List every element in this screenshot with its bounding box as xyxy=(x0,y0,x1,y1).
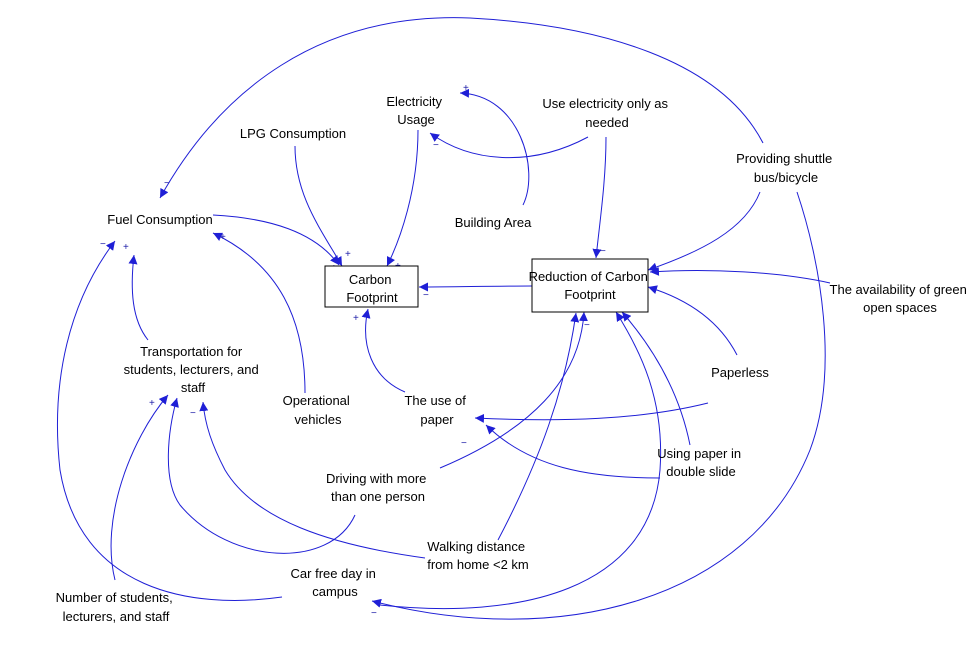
node-paperless: Paperless xyxy=(711,365,769,380)
link-doubleslide-to-paper xyxy=(485,424,661,479)
node-building-area: Building Area xyxy=(455,215,532,230)
link-carfree-to-fuel xyxy=(57,240,283,601)
polarity-label: − xyxy=(584,320,590,331)
polarity-label: − xyxy=(164,178,170,189)
polarity-label: + xyxy=(123,242,129,253)
link-green-to-reduction xyxy=(649,266,831,284)
polarity-label: + xyxy=(463,83,469,94)
links xyxy=(57,17,831,620)
polarity-label: + xyxy=(345,249,351,260)
link-useelec-to-electricity xyxy=(429,132,589,159)
link-transport-to-fuel xyxy=(128,254,149,341)
link-reduction-to-carbon xyxy=(418,282,533,292)
link-paperless-to-reduction xyxy=(647,285,738,356)
polarity-label: − xyxy=(423,290,429,301)
link-fuel-to-carbon xyxy=(212,214,340,266)
link-driving-to-reduction xyxy=(439,311,588,469)
node-providing-shuttle: Providing shuttle bus/bicycle xyxy=(736,151,836,185)
link-electricity-to-carbon xyxy=(386,129,419,267)
node-car-free-day: Car free day in campus xyxy=(291,566,380,599)
link-number-to-transport xyxy=(110,394,169,581)
polarity-label: − xyxy=(461,438,467,449)
link-building-to-electricity xyxy=(459,88,530,206)
polarity-label: − xyxy=(433,140,439,151)
polarity-label: + xyxy=(353,313,359,324)
polarity-label: − xyxy=(600,246,606,257)
link-lpg-to-carbon xyxy=(294,145,343,267)
polarity-label: − xyxy=(190,408,196,419)
link-operational-to-fuel xyxy=(212,232,306,394)
link-driving-to-transport xyxy=(167,397,356,554)
link-doubleslide-to-reduction xyxy=(621,311,691,446)
reduction-carbon-footprint-box xyxy=(531,258,649,313)
node-green-open-spaces: The availability of green open spaces xyxy=(830,282,971,315)
link-paperless-to-paper xyxy=(474,402,709,423)
link-shuttle-to-fuel xyxy=(159,17,764,199)
polarity-label: + xyxy=(149,398,155,409)
node-operational-vehicles: Operational vehicles xyxy=(283,393,354,427)
node-reduction-carbon-footprint: Reduction of Carbon Footprint xyxy=(529,269,652,302)
node-driving-more-than-one: Driving with more than one person xyxy=(326,471,430,504)
polarity-label: − xyxy=(100,239,106,250)
link-useelec-to-reduction xyxy=(592,136,607,259)
node-number-students: Number of students, lecturers, and staff xyxy=(56,590,177,624)
link-carfree-to-reduction xyxy=(379,311,662,610)
carbon-footprint-box xyxy=(324,265,419,308)
polarity-label: + xyxy=(220,232,226,243)
link-shuttle-to-carfree xyxy=(371,191,826,620)
node-carbon-footprint: Carbon Footprint xyxy=(346,272,398,305)
node-fuel-consumption: Fuel Consumption xyxy=(107,212,213,227)
node-use-electricity-as-needed: Use electricity only as needed xyxy=(542,96,671,130)
link-paper-to-carbon xyxy=(361,308,406,393)
node-walking-distance: Walking distance from home <2 km xyxy=(427,539,529,572)
node-use-of-paper: The use of paper xyxy=(404,393,469,427)
link-walking-to-transport xyxy=(199,401,426,559)
node-electricity-usage: Electricity Usage xyxy=(386,94,445,127)
node-lpg-consumption: LPG Consumption xyxy=(240,126,346,141)
link-walking-to-reduction xyxy=(497,312,580,541)
polarity-label: − xyxy=(371,608,377,619)
node-paper-double-slide: Using paper in double slide xyxy=(657,446,744,479)
node-labels: Electricity Usage Use electricity only a… xyxy=(56,94,971,624)
link-shuttle-to-reduction xyxy=(647,191,761,272)
node-transportation: Transportation for students, lecturers, … xyxy=(124,344,263,395)
